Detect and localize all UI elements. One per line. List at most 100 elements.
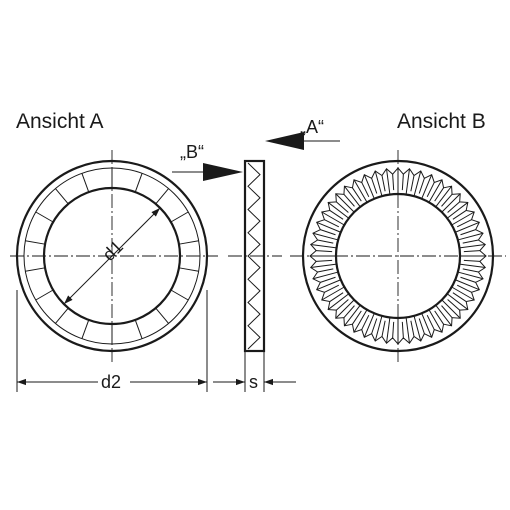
view-b-tooth-valley [456, 219, 472, 228]
view-b-tooth-line [405, 168, 410, 195]
view-b-tooth-valley [324, 284, 340, 293]
view-b-tooth-line [457, 232, 484, 241]
view-b-tooth-valley [452, 210, 467, 220]
view-b-tooth-line [428, 309, 443, 333]
view-b-tooth-line [316, 221, 341, 233]
view-b-tooth-valley [343, 305, 355, 318]
view-b-tooth-line [321, 286, 345, 301]
view-b-tooth-line [455, 221, 480, 233]
view-b-tooth-line [451, 286, 475, 301]
view-b-tooth-line [435, 185, 452, 208]
view-b-tooth-valley [463, 259, 480, 262]
view-b-tooth-valley [317, 239, 334, 244]
view-b-tooth-valley [447, 201, 460, 213]
view-b-tooth-valley [401, 174, 404, 191]
view-b-tooth-valley [361, 314, 370, 330]
view-a-segment-line [178, 240, 199, 245]
view-b-tooth-line [413, 315, 422, 342]
view-direction-b: „B“ [172, 142, 243, 181]
view-b-tooth-valley [352, 310, 362, 325]
view-b-tooth-line [386, 317, 391, 344]
view-b-tooth-valley [460, 229, 476, 236]
view-b-tooth-line [363, 174, 375, 199]
view-b-tooth-line [316, 279, 341, 291]
view-b-tooth-line [421, 174, 433, 199]
arrow-a-label: „A“ [300, 117, 324, 137]
view-b-tooth-line [310, 244, 337, 249]
view-b-tooth-valley [381, 320, 386, 337]
view-b-tooth-valley [324, 219, 340, 228]
view-a-title: Ansicht A [16, 110, 104, 133]
view-b-tooth-valley [410, 320, 415, 337]
view-b-tooth-line [335, 193, 355, 213]
view-b-tooth-line [312, 232, 339, 241]
arrow-b-head [203, 163, 243, 181]
view-b-tooth-line [405, 317, 410, 344]
view-b-tooth-lines [310, 168, 486, 344]
view-b-tooth-line [327, 293, 350, 310]
view-b-tooth-line [363, 313, 375, 338]
view-b-tooth-line [435, 304, 452, 327]
view-b-tooth-valley [361, 182, 370, 198]
view-b-tooth-line [353, 179, 368, 203]
view-a-segment-line [170, 289, 189, 301]
view-a-segment-line [55, 307, 69, 324]
view-b-tooth-valley [441, 194, 453, 207]
view-a-segment-line [155, 188, 169, 205]
view-b-tooth-valley [320, 229, 336, 236]
side-view-serration [247, 162, 261, 350]
view-b-tooth-valley [371, 178, 378, 194]
view-b-tooth-line [459, 263, 486, 268]
view-b-tooth-valley [381, 175, 386, 192]
view-a: d1 [10, 150, 218, 362]
view-b-tooth-valley [392, 174, 395, 191]
view-a-segment-line [25, 267, 46, 272]
d2-dimension: d2 [16, 290, 208, 392]
view-b-tooth-line [374, 170, 383, 197]
view-b-tooth-line [451, 211, 475, 226]
view-b-tooth-line [312, 271, 339, 280]
view-b-tooth-valley [426, 314, 435, 330]
d1-label: d1 [99, 237, 127, 265]
view-b-tooth-valley [317, 268, 334, 273]
view-b-tooth-valley [329, 210, 344, 220]
view-a-segment-line [55, 188, 69, 205]
view-b-tooth-valley [418, 178, 425, 194]
d2-label: d2 [101, 372, 121, 392]
view-b-tooth-valley [426, 182, 435, 198]
view-b-tooth-line [344, 304, 361, 327]
view-b-tooth-valley [410, 175, 415, 192]
view-a-segment-line [35, 289, 54, 301]
view-b-tooth-line [421, 313, 433, 338]
view-direction-a: „A“ [265, 117, 340, 150]
view-b-tooth-line [374, 315, 383, 342]
view-b-tooth-line [335, 299, 355, 319]
view-b-tooth-line [344, 185, 361, 208]
view-b-tooth-line [310, 263, 337, 268]
view-b-tooth-valley [316, 259, 333, 262]
view-b-tooth-valley [460, 276, 476, 283]
view-a-segment-line [134, 319, 143, 339]
view-a-segment-line [134, 173, 143, 193]
arrow-a-head [265, 132, 304, 150]
view-b-title: Ansicht B [397, 110, 486, 133]
view-b-tooth-valley [434, 310, 444, 325]
view-b-tooth-valley [462, 268, 479, 273]
view-b-tooth-valley [329, 292, 344, 302]
view-b-tooth-valley [343, 194, 355, 207]
view-b-tooth-line [327, 202, 350, 219]
view-b-tooth-line [413, 170, 422, 197]
view-b-tooth-line [441, 299, 461, 319]
view-b-tooth-line [428, 179, 443, 203]
view-b [290, 150, 506, 362]
view-b-tooth-valley [352, 187, 362, 202]
view-b-tooth-line [386, 168, 391, 195]
view-b-tooth-line [441, 193, 461, 213]
side-view-outline [243, 159, 266, 353]
view-b-tooth-valley [320, 276, 336, 283]
view-b-outer-circle [301, 159, 495, 353]
s-label: s [249, 372, 258, 392]
view-a-segment-line [81, 173, 90, 193]
view-b-tooth-valley [392, 321, 395, 338]
